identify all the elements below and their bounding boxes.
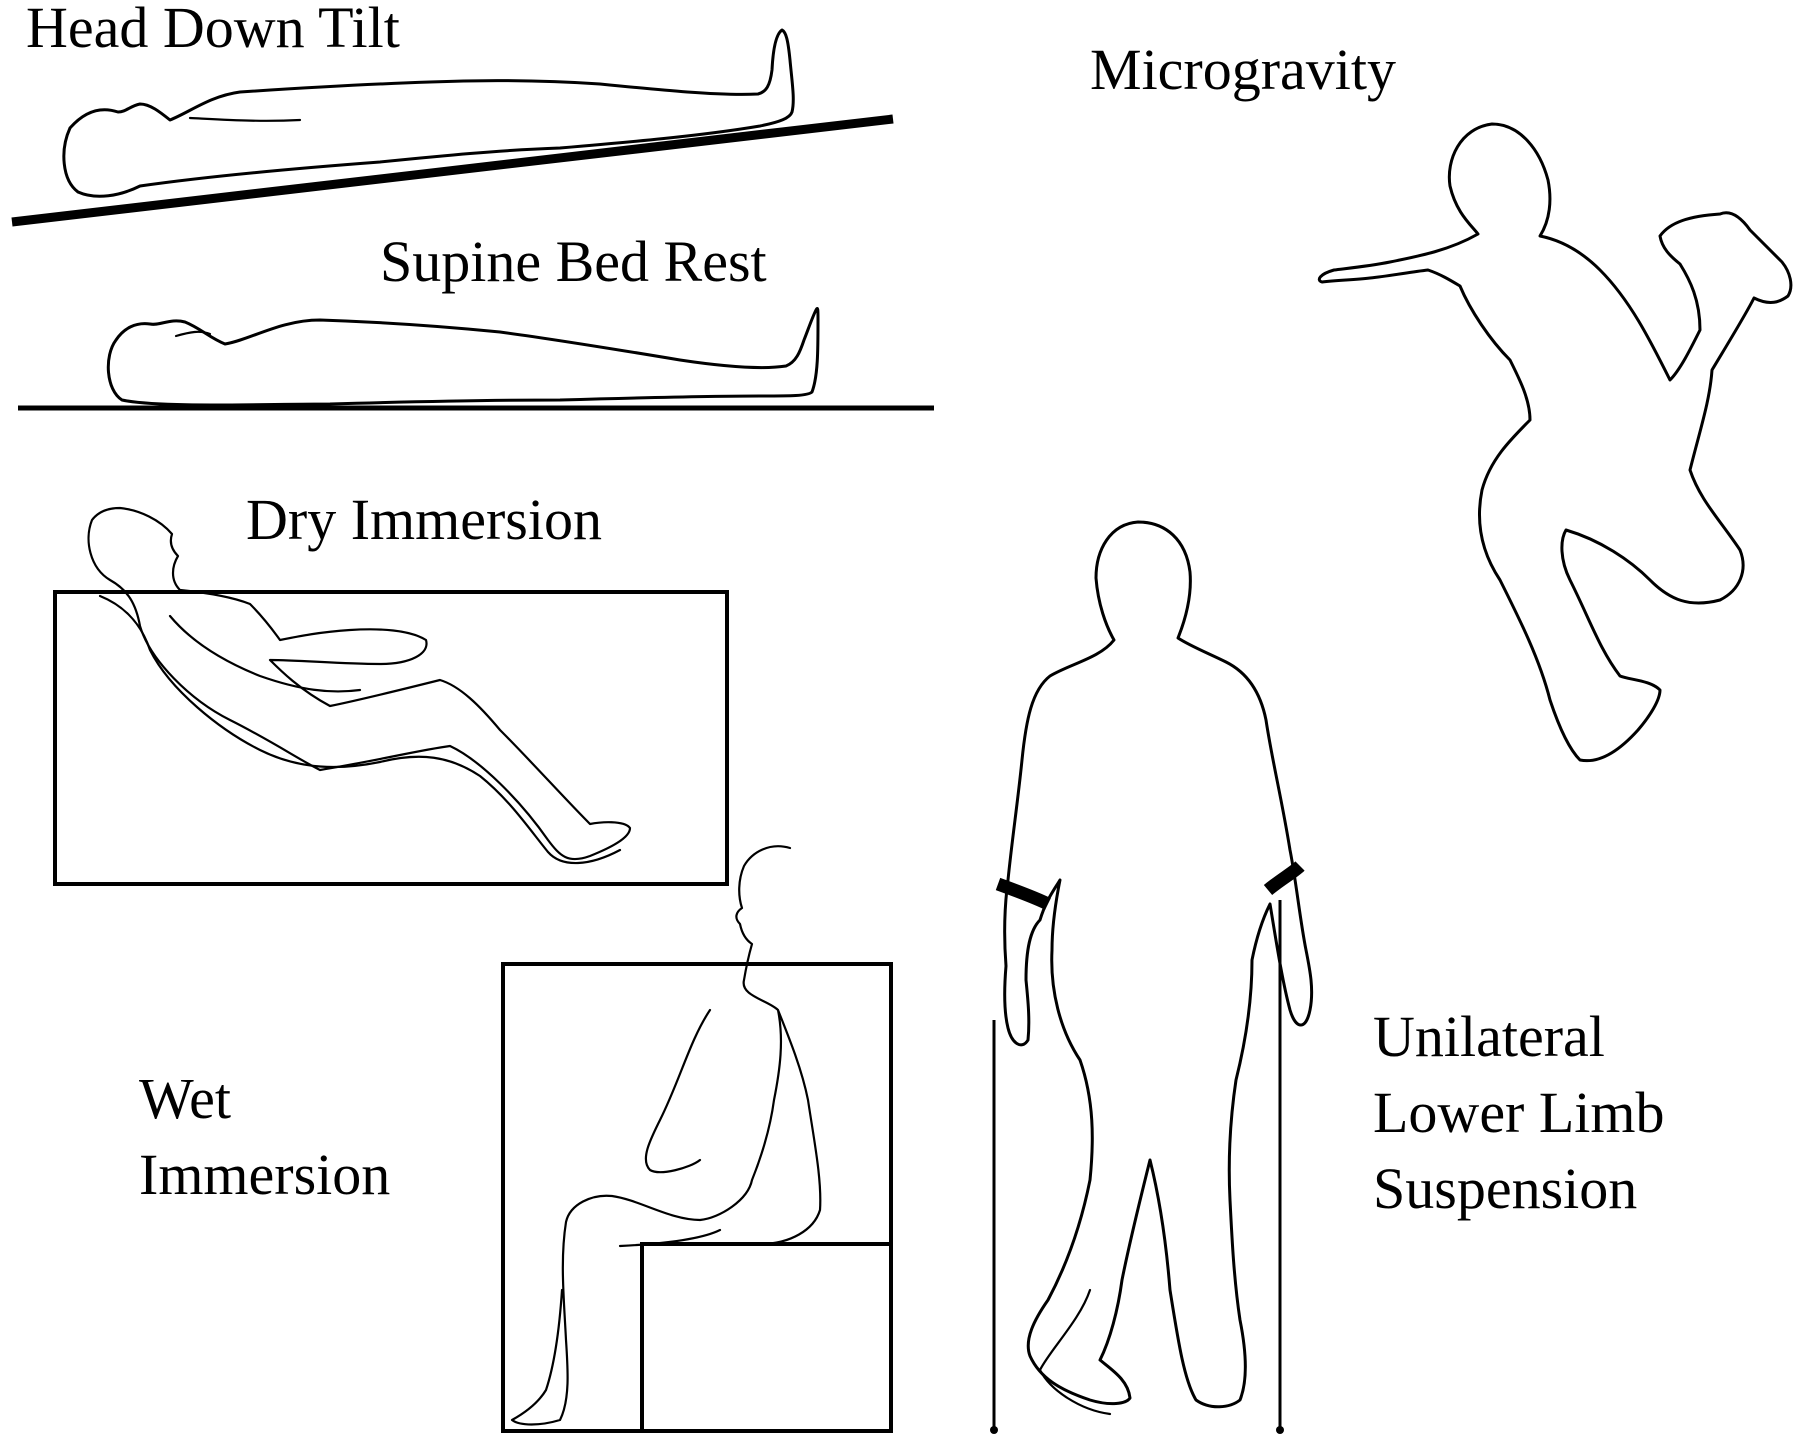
wet-immersion-label-line-1: Wet (139, 1066, 231, 1131)
supine-bed-rest-body-outline (106, 306, 820, 407)
head-down-tilt-arm-line (188, 116, 302, 122)
microgravity-label: Microgravity (1090, 37, 1397, 102)
ulls-body-outline (1003, 520, 1314, 1409)
head-down-tilt-label: Head Down Tilt (26, 0, 400, 60)
right-crutch-cuff (1263, 861, 1305, 896)
ulls-label-line-1: Unilateral (1373, 1004, 1605, 1069)
dry-immersion-label: Dry Immersion (246, 487, 602, 552)
ulls-label-line-2: Lower Limb (1373, 1080, 1665, 1145)
head-down-tilt-body-outline (62, 28, 795, 198)
wet-immersion-label-line-2: Immersion (139, 1142, 391, 1207)
wet-immersion-panel (501, 845, 893, 1433)
dry-immersion-tank (53, 590, 729, 886)
supine-bed-rest-label: Supine Bed Rest (380, 229, 767, 294)
supine-bed-rest-panel (18, 306, 934, 411)
wet-immersion-label: Wet Immersion (139, 1061, 390, 1213)
wet-immersion-body-outline (510, 845, 822, 1426)
head-down-tilt-panel (11, 28, 894, 227)
dry-immersion-film-outline (98, 594, 622, 865)
ulls-label: Unilateral Lower Limb Suspension (1373, 999, 1665, 1227)
wet-immersion-seat (640, 1242, 893, 1433)
left-crutch-cuff (995, 877, 1051, 910)
dry-immersion-panel (53, 506, 729, 886)
microgravity-body-outline (1317, 122, 1793, 763)
right-crutch-tip (1276, 1426, 1284, 1434)
left-crutch-tip (990, 1426, 998, 1434)
wet-immersion-arm-line (644, 1008, 712, 1174)
ulls-label-line-3: Suspension (1373, 1156, 1638, 1221)
dry-immersion-body-outline (87, 506, 632, 861)
supine-face-line (174, 330, 212, 338)
microgravity-panel (1317, 122, 1793, 763)
tilted-bed-line (11, 114, 894, 227)
ulls-raised-shoe (1038, 1288, 1112, 1416)
ulls-panel (990, 520, 1314, 1434)
